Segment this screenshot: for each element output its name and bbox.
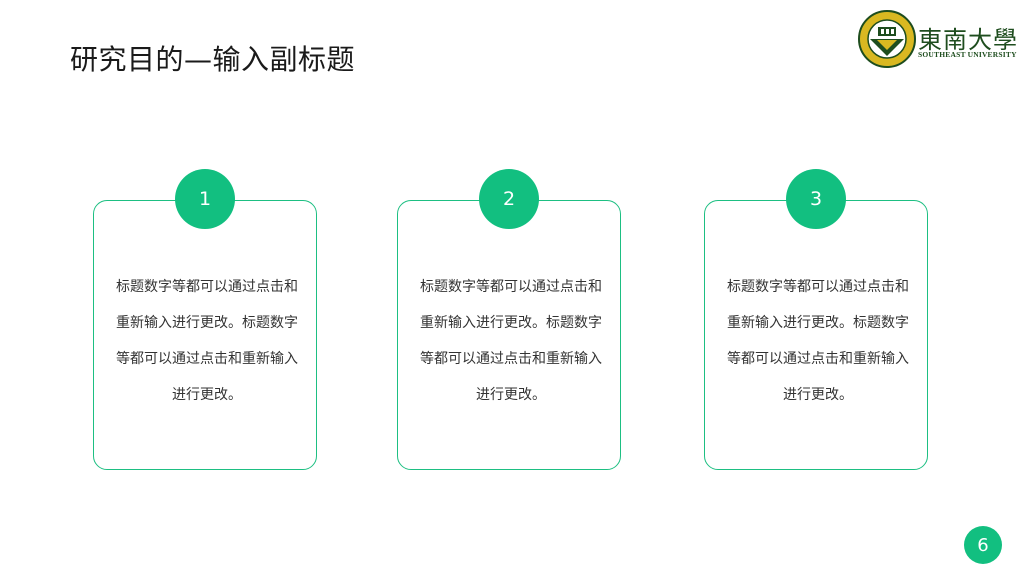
card-1: 1 标题数字等都可以通过点击和重新输入进行更改。标题数字等都可以通过点击和重新输… (93, 169, 317, 470)
card-number-badge[interactable]: 1 (175, 169, 235, 229)
university-seal-icon (858, 10, 916, 68)
card-text[interactable]: 标题数字等都可以通过点击和重新输入进行更改。标题数字等都可以通过点击和重新输入进… (116, 279, 298, 403)
card-text[interactable]: 标题数字等都可以通过点击和重新输入进行更改。标题数字等都可以通过点击和重新输入进… (420, 279, 602, 403)
logo-name-cn: 東南大學 (918, 26, 1018, 54)
logo-name-en: SOUTHEAST UNIVERSITY (918, 50, 1017, 59)
slide-title[interactable]: 研究目的—输入副标题 (70, 43, 356, 76)
card-number-badge[interactable]: 3 (786, 169, 846, 229)
card-2: 2 标题数字等都可以通过点击和重新输入进行更改。标题数字等都可以通过点击和重新输… (397, 169, 621, 470)
card-3: 3 标题数字等都可以通过点击和重新输入进行更改。标题数字等都可以通过点击和重新输… (704, 169, 928, 470)
university-logo: 東南大學 SOUTHEAST UNIVERSITY (858, 10, 1017, 72)
card-text[interactable]: 标题数字等都可以通过点击和重新输入进行更改。标题数字等都可以通过点击和重新输入进… (727, 279, 909, 403)
page-number-badge: 6 (964, 526, 1002, 564)
card-number-badge[interactable]: 2 (479, 169, 539, 229)
